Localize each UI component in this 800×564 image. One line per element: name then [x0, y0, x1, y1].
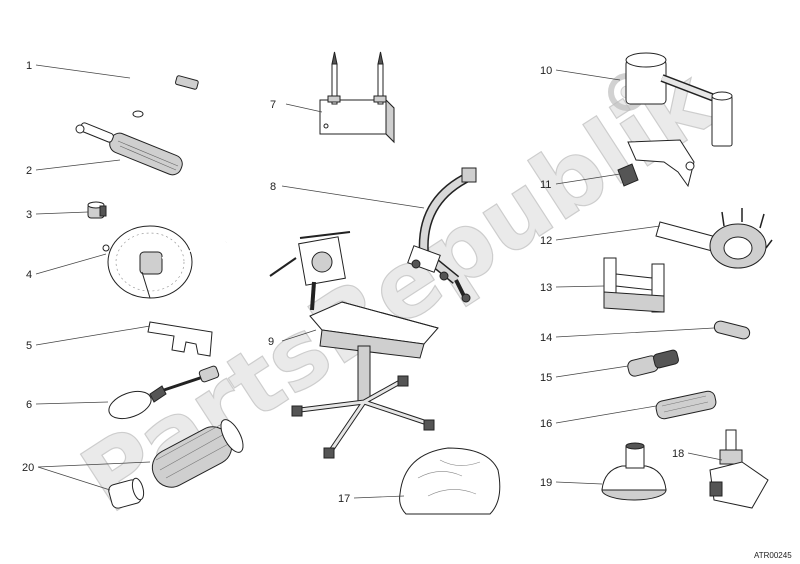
tool-15-threaded-bush	[627, 349, 679, 377]
tool-19-bell-press	[601, 442, 667, 501]
tool-7-pin-bracket	[319, 51, 395, 144]
tool-10-cranked-wrench	[625, 52, 733, 147]
tool-16-knurled-sleeve	[655, 390, 717, 420]
callout-15: 15	[540, 372, 552, 384]
callout-16: 16	[540, 418, 552, 430]
tool-2-handle	[75, 122, 183, 176]
tool-8-curved-arm	[407, 167, 477, 303]
callout-3: 3	[26, 209, 32, 221]
callout-18: 18	[672, 448, 684, 460]
callout-2: 2	[26, 165, 32, 177]
callout-17: 17	[338, 493, 350, 505]
callout-7: 7	[270, 99, 276, 111]
tool-1-bent-hook	[128, 64, 199, 118]
callout-10: 10	[540, 65, 552, 77]
callout-8: 8	[270, 181, 276, 193]
tool-14-drift-pin	[713, 320, 751, 340]
tool-9-engine-stand	[269, 231, 439, 459]
leader-lines	[35, 64, 723, 499]
callout-6: 6	[26, 399, 32, 411]
tool-18-extractor	[709, 429, 769, 509]
tool-6-loop-puller	[108, 365, 220, 420]
callout-4: 4	[26, 269, 32, 281]
callout-1: 1	[26, 60, 32, 72]
tool-5-flat-wrench	[147, 321, 213, 357]
callout-11: 11	[540, 179, 551, 191]
tool-17-cover-bag	[399, 447, 501, 515]
callout-numbers: 1 2 3 4 5 6 7 8 9 10 11 12 13 14 15 16 1…	[22, 60, 684, 505]
tool-12-ring	[655, 208, 773, 269]
callout-13: 13	[540, 282, 552, 294]
tool-13-u-bracket	[603, 257, 665, 313]
callout-19: 19	[540, 477, 552, 489]
callout-5: 5	[26, 340, 32, 352]
callout-12: 12	[540, 235, 552, 247]
callout-14: 14	[540, 332, 552, 344]
tool-3-small-bush	[87, 201, 107, 219]
reference-code: ATR00245	[754, 551, 792, 560]
tool-20-grip-sleeves	[108, 419, 244, 509]
callout-9: 9	[268, 336, 274, 348]
tool-4-degree-wheel	[102, 225, 227, 299]
tool-11-clamp	[617, 139, 695, 188]
callout-20: 20	[22, 462, 34, 474]
